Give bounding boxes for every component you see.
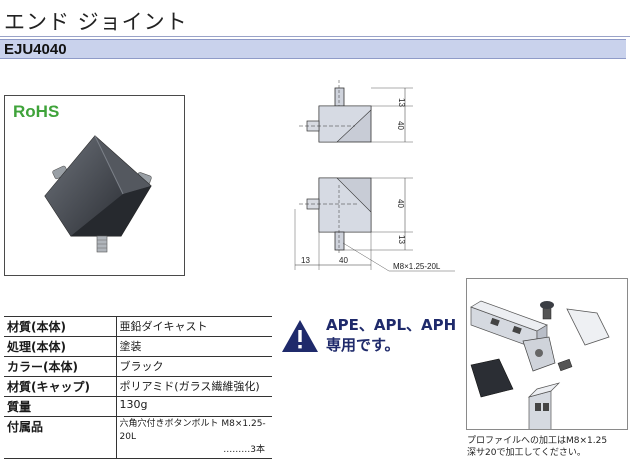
- bottom-dim-40: 40: [396, 199, 405, 208]
- title-divider: [0, 36, 630, 37]
- technical-drawing: 13 40 40 13 13 40 M8×1.25-20L: [294, 80, 455, 272]
- warning-line-2: 専用です。: [326, 336, 400, 354]
- product-photo-frame: RoHS: [4, 95, 185, 276]
- spec-value: ブラック: [116, 356, 272, 377]
- width-dim-40: 40: [339, 256, 348, 265]
- spec-value-accessory: 六角穴付きボタンボルト M8×1.25-20L ………3本: [116, 416, 272, 459]
- spec-value: 130g: [116, 396, 272, 417]
- bottom-dim-13: 13: [397, 235, 406, 244]
- warning-line-1: APE、APL、APH: [326, 316, 457, 334]
- spec-row: 材質(本体) 亜鉛ダイキャスト: [4, 316, 272, 337]
- spec-label: 材質(本体): [4, 316, 117, 337]
- warning-icon: [282, 320, 318, 352]
- product-code: EJU4040: [4, 41, 67, 58]
- page-title: エンド ジョイント: [4, 10, 188, 34]
- inset-caption-line-1: プロファイルへの加工はM8×1.25: [467, 436, 608, 446]
- inset-caption-line-2: 深サ20で加工してください。: [467, 448, 586, 458]
- assembly-illustration: [470, 300, 610, 429]
- spec-row: 質量 130g: [4, 396, 272, 417]
- bolt-note: M8×1.25-20L: [393, 262, 441, 271]
- spec-row: カラー(本体) ブラック: [4, 356, 272, 377]
- inset-caption: プロファイルへの加工はM8×1.25 深サ20で加工してください。: [467, 435, 629, 459]
- spec-label: カラー(本体): [4, 356, 117, 377]
- accessory-qty: ………3本: [223, 445, 265, 455]
- top-dim-13: 13: [397, 98, 406, 107]
- top-view: 13 40: [299, 80, 413, 143]
- accessory-text: 六角穴付きボタンボルト M8×1.25-20L: [119, 419, 266, 442]
- spec-value: 塗装: [116, 336, 272, 357]
- top-dim-40: 40: [396, 121, 405, 130]
- spec-label: 処理(本体): [4, 336, 117, 357]
- spec-table: 材質(本体) 亜鉛ダイキャスト 処理(本体) 塗装 カラー(本体) ブラック 材…: [4, 316, 272, 459]
- spec-label: 質量: [4, 396, 117, 417]
- spec-value: 亜鉛ダイキャスト: [116, 316, 272, 337]
- width-dim-13: 13: [301, 256, 310, 265]
- bottom-view: 40 13 13 40 M8×1.25-20L: [294, 177, 455, 272]
- rohs-badge: RoHS: [13, 102, 60, 121]
- product-code-bar: EJU4040: [0, 39, 626, 59]
- spec-label: 付属品: [4, 416, 117, 459]
- spec-row: 材質(キャップ) ポリアミド(ガラス繊維強化): [4, 376, 272, 397]
- spec-row: 処理(本体) 塗装: [4, 336, 272, 357]
- spec-row: 付属品 六角穴付きボタンボルト M8×1.25-20L ………3本: [4, 416, 272, 459]
- warning-text: APE、APL、APH 専用です。: [326, 315, 456, 355]
- spec-value: ポリアミド(ガラス繊維強化): [116, 376, 272, 397]
- assembly-illustration-frame: [466, 278, 628, 430]
- spec-label: 材質(キャップ): [4, 376, 117, 397]
- product-photo: [44, 135, 152, 253]
